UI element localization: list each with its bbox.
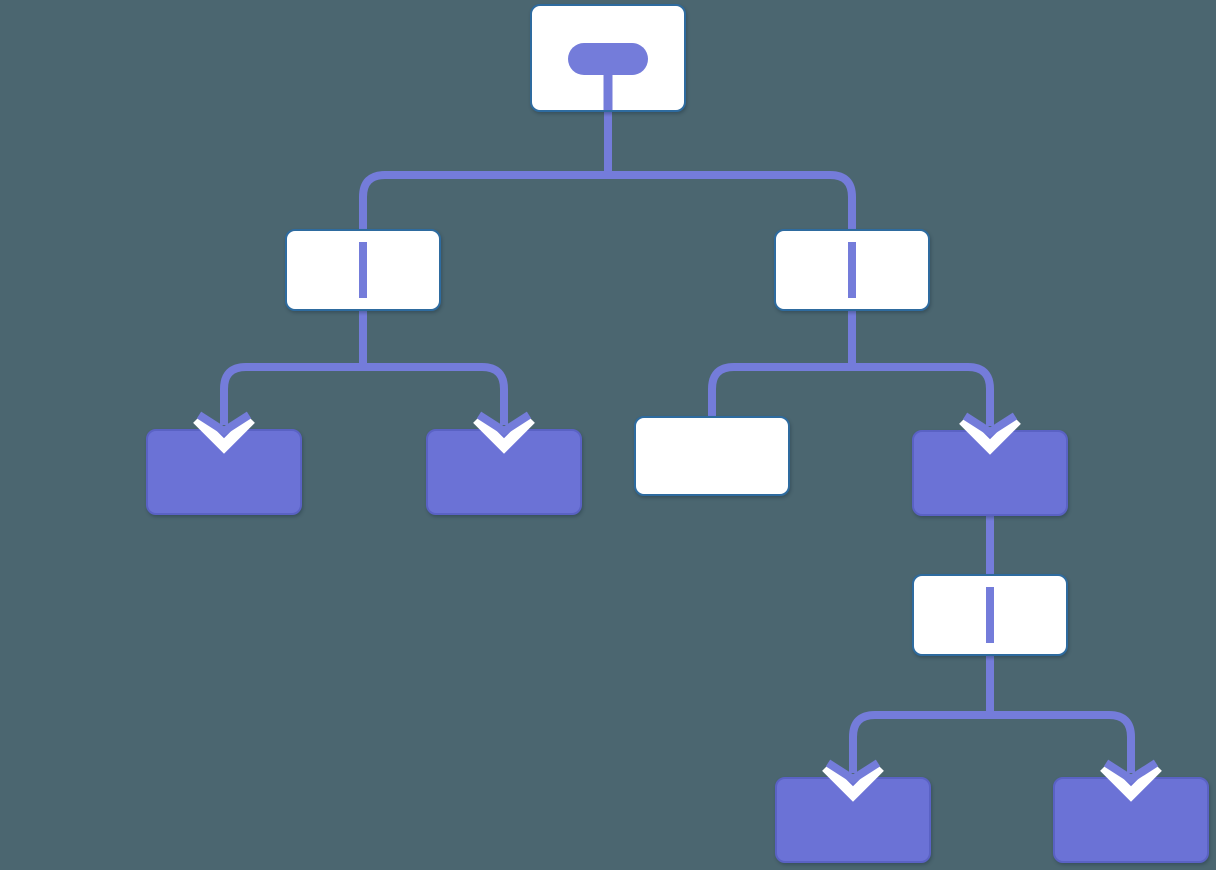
tree-root-stem-icon <box>603 72 613 110</box>
pass-through-line-icon <box>848 242 856 298</box>
flow-node-branch-left[interactable] <box>285 229 441 311</box>
tree-root-icon <box>568 43 648 75</box>
flow-node-leaf-2[interactable] <box>426 429 582 515</box>
flow-node-leaf-4[interactable] <box>775 777 931 863</box>
pass-through-line-icon <box>986 587 994 643</box>
flow-node-leaf-5[interactable] <box>1053 777 1209 863</box>
flow-node-node-right[interactable] <box>912 430 1068 516</box>
flow-node-leaf-1[interactable] <box>146 429 302 515</box>
flow-node-branch-bottom[interactable] <box>912 574 1068 656</box>
flow-node-branch-right[interactable] <box>774 229 930 311</box>
pass-through-line-icon <box>359 242 367 298</box>
flow-node-root[interactable] <box>530 4 686 112</box>
flow-node-leaf-3[interactable] <box>634 416 790 496</box>
